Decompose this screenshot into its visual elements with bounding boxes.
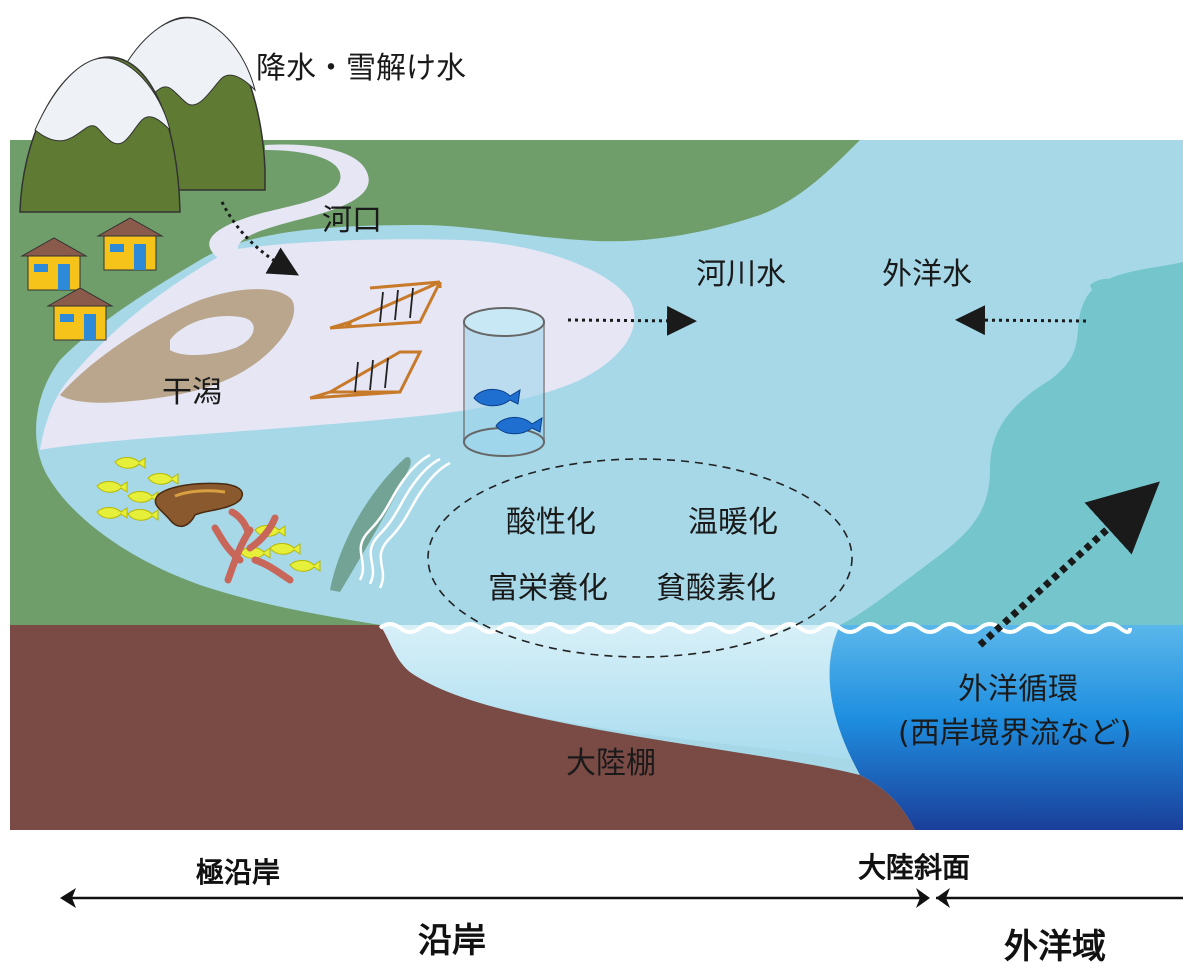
stressor-ellipse — [427, 458, 853, 658]
seagrass — [330, 457, 411, 592]
coastal-label: 沿岸 — [418, 921, 486, 961]
house — [20, 237, 88, 291]
river — [209, 144, 369, 282]
slope-label: 大陸斜面 — [858, 851, 970, 884]
boundary-current-label: (西岸境界流など) — [898, 716, 1131, 751]
axis-arrow-left — [60, 888, 76, 908]
shelf-water — [380, 625, 860, 760]
snow-front — [34, 57, 171, 145]
axis-arrow-mid-right — [916, 888, 930, 908]
acidification-label: 酸性化 — [506, 505, 596, 540]
axis-arrow-mid-left — [936, 888, 950, 908]
river-flow-arrow — [220, 201, 299, 276]
tidal-pool — [170, 316, 254, 356]
zone-axis — [60, 888, 1183, 908]
fish-in-cage — [473, 389, 543, 435]
river-water-arrow — [567, 305, 697, 336]
fish-school — [96, 457, 321, 572]
ocean-water-arrow — [955, 305, 1087, 336]
open-ocean-label: 外洋域 — [1004, 927, 1106, 964]
mountains — [19, 16, 266, 213]
estuary-label: 河口 — [322, 203, 382, 238]
tidal-flat-label: 干潟 — [162, 375, 222, 410]
ocean-swirl — [1090, 278, 1123, 307]
sea-surface-waves — [378, 622, 1132, 634]
seaweed-farm — [329, 280, 442, 330]
house — [46, 287, 114, 341]
river-water-label: 河川水 — [696, 257, 786, 292]
deoxygenation-label: 貧酸素化 — [656, 571, 776, 606]
wave-lines — [358, 453, 451, 589]
house — [96, 217, 164, 271]
ocean-water-label: 外洋水 — [882, 257, 972, 292]
seaweed-farm — [309, 350, 423, 400]
continental-shelf — [10, 625, 915, 830]
warming-label: 温暖化 — [688, 505, 778, 540]
eutrophication-label: 富栄養化 — [488, 571, 608, 606]
branching-coral — [211, 508, 294, 584]
deep-ocean — [829, 625, 1183, 830]
ocean-circulation-label: 外洋循環 — [958, 672, 1078, 707]
fish-cage — [463, 307, 545, 457]
ocean-circulation-arrow — [977, 481, 1160, 648]
table-coral — [154, 482, 244, 528]
precipitation-label: 降水・雪解け水 — [256, 51, 466, 86]
nearshore-label: 極沿岸 — [196, 856, 280, 889]
continental-shelf-label: 大陸棚 — [566, 746, 656, 781]
